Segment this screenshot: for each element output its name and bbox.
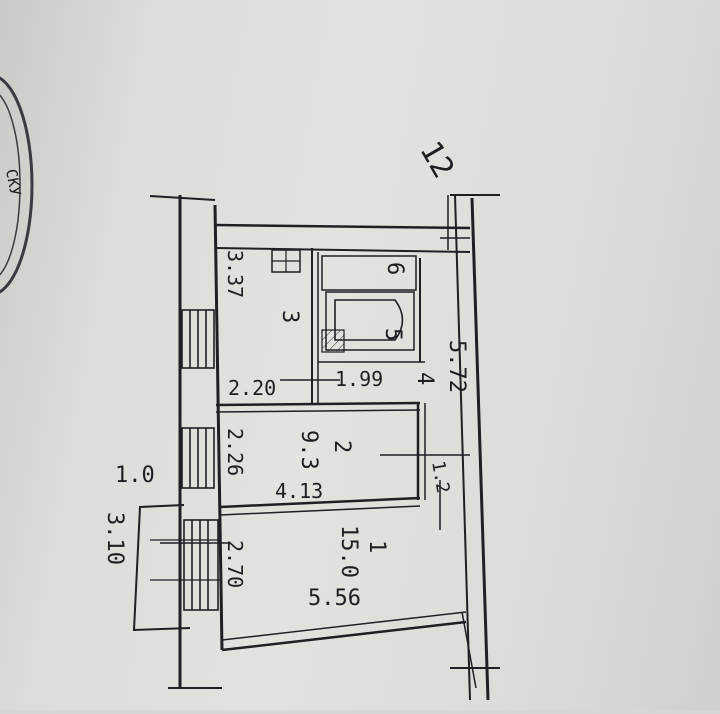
room-1-length: 5.56	[308, 586, 361, 611]
wall-mark: 1.2	[427, 459, 453, 495]
stamp-text: СКУ	[2, 168, 24, 198]
bathroom-fixtures	[271, 249, 417, 353]
room-2-number: 2	[329, 440, 354, 453]
windows	[181, 309, 219, 611]
room-5-number: 5	[380, 328, 405, 341]
room-2-length: 4.13	[275, 479, 323, 503]
plan-number: 12	[412, 135, 460, 184]
dimension-ticks	[160, 195, 470, 544]
room-1-area: 15.0	[336, 525, 361, 578]
room-3-number: 3	[277, 310, 302, 323]
room-4-length: 5.72	[444, 340, 469, 393]
room-4-number: 4	[412, 372, 437, 385]
outer-extension	[132, 504, 220, 632]
room-6-number: 6	[382, 262, 407, 275]
room-3-width: 2.20	[228, 376, 276, 400]
outer-extension-width: 1.0	[115, 463, 155, 488]
stamp-seal: СКУ	[0, 76, 34, 294]
interior-walls	[215, 248, 426, 516]
room-2-area: 9.3	[296, 430, 321, 470]
room-1-number: 1	[364, 540, 389, 553]
corridor-dim: 1.99	[335, 367, 383, 391]
room-1-width: 2.70	[223, 540, 247, 588]
outer-walls	[149, 194, 500, 701]
room-2-width: 2.26	[223, 428, 247, 476]
outer-extension-length: 3.10	[102, 512, 127, 565]
room-3-length: 3.37	[223, 250, 247, 298]
